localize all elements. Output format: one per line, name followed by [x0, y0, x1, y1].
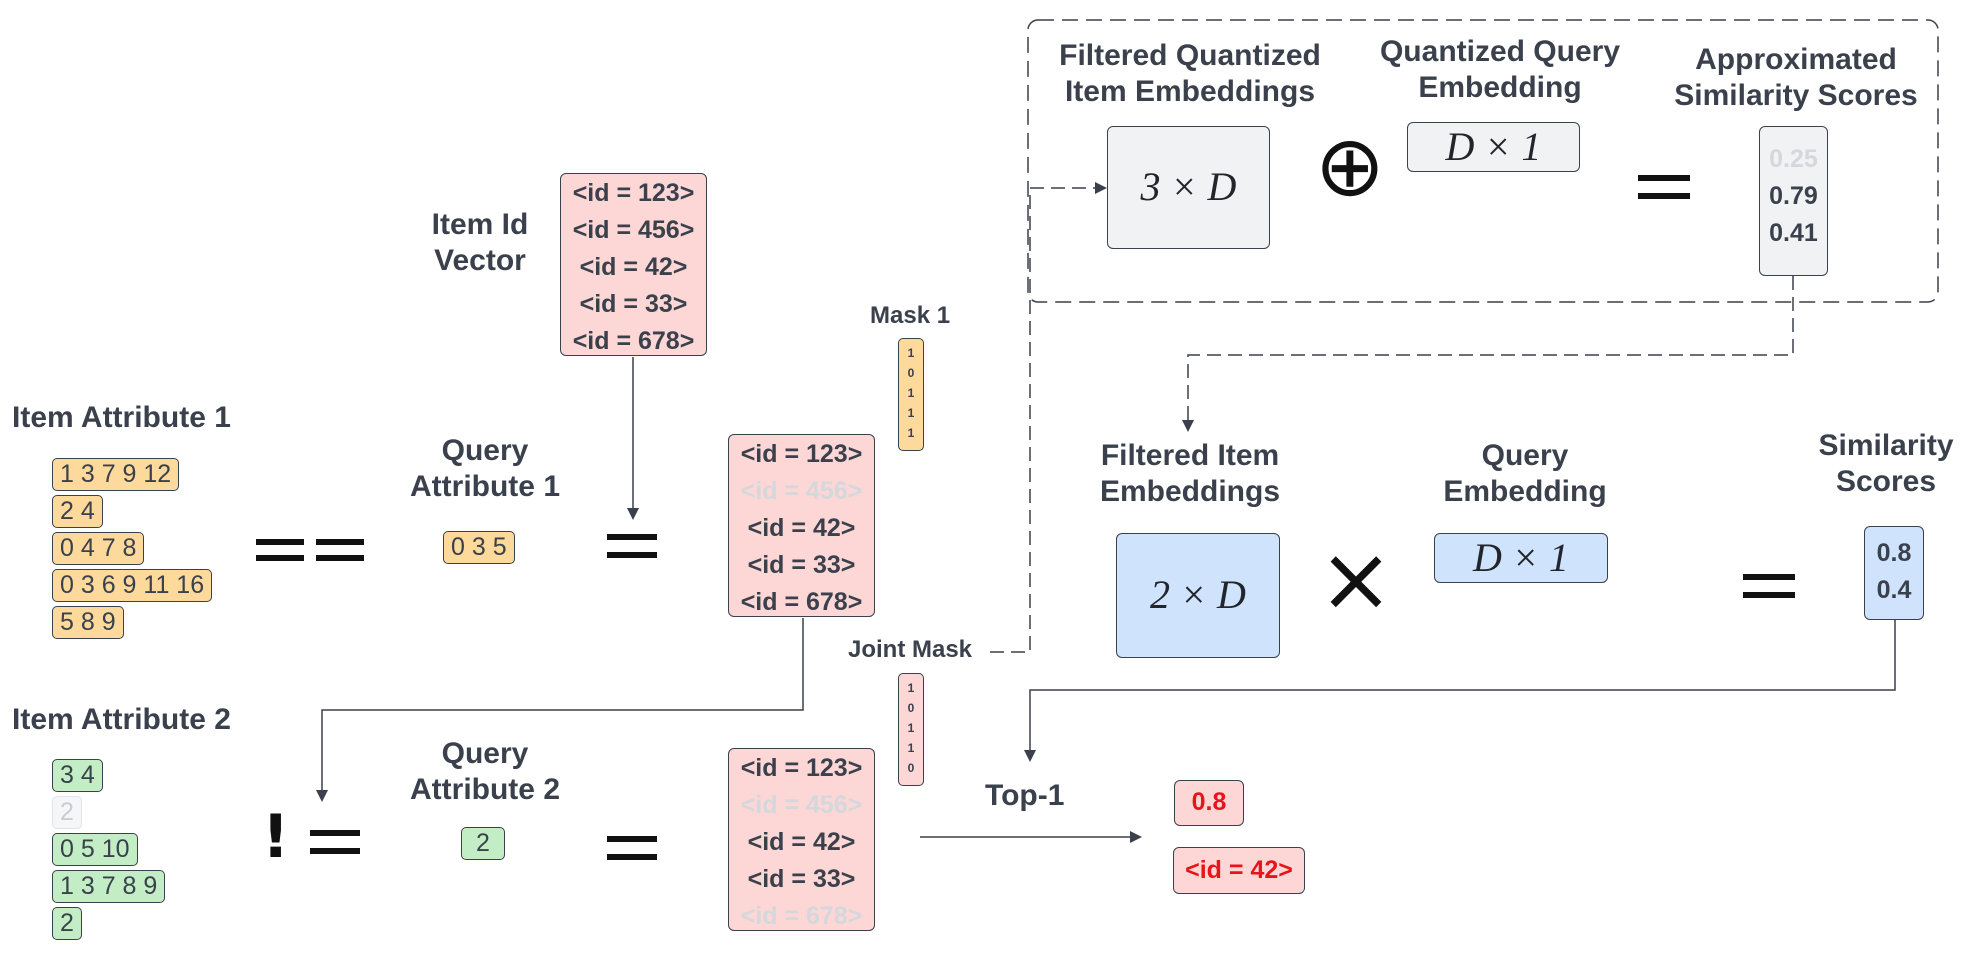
filtered-item-label: Filtered Item Embeddings [1099, 439, 1280, 508]
mask-bit: 1 [907, 681, 915, 695]
approx-scores-vector: 0.25 0.79 0.41 [1759, 126, 1828, 276]
equals-operator-2 [607, 832, 657, 862]
filtered-id: <id = 42> [747, 514, 856, 542]
item-id: <id = 42> [579, 253, 688, 281]
quantized-query-dims: D × 1 [1445, 124, 1542, 169]
item-attribute-1-label: Item Attribute 1 [12, 401, 231, 434]
quantized-query-vector: D × 1 [1407, 122, 1580, 172]
filtered-item-matrix: 2 × D [1116, 533, 1280, 658]
approx-scores-label: Approximated Similarity Scores [1674, 43, 1918, 112]
query-attribute-2-value: 2 [461, 827, 505, 860]
filtered-id-masked: <id = 456> [740, 477, 863, 505]
mask-1-label: Mask 1 [870, 302, 951, 329]
query-attribute-2-label: Query Attribute 2 [410, 737, 560, 806]
mask-bit: 1 [907, 741, 915, 755]
query-attribute-1-value: 0 3 5 [443, 531, 515, 564]
query-attribute-1-label: Query Attribute 1 [410, 434, 560, 503]
filtered-id: <id = 123> [740, 754, 863, 782]
joint-mask-to-quantized-arrow [990, 182, 1107, 653]
query-embedding-vector: D × 1 [1434, 533, 1608, 583]
filtered-ids-1: <id = 123> <id = 456> <id = 42> <id = 33… [728, 434, 875, 617]
filtered-id: <id = 33> [747, 551, 856, 579]
attribute-1-row: 0 3 6 9 11 16 [52, 569, 213, 602]
filtered-quantized-label: Filtered Quantized Item Embeddings [1059, 39, 1321, 108]
joint-mask-vector: 1 0 1 1 0 [898, 673, 924, 786]
mask-bit: 0 [907, 366, 915, 380]
attribute-1-row: 2 4 [52, 495, 103, 528]
attribute-1-row: 5 8 9 [52, 606, 124, 639]
mask-bit: 1 [907, 406, 915, 420]
quantized-query-label: Quantized Query Embedding [1379, 35, 1621, 104]
item-id: <id = 678> [572, 327, 695, 355]
quantized-item-matrix-dims: 3 × D [1140, 164, 1237, 209]
attribute-2-row: 3 4 [52, 759, 103, 792]
query-embedding-label: Query Embedding [1443, 439, 1607, 508]
filtered-id: <id = 678> [740, 588, 863, 616]
filtered-item-matrix-dims: 2 × D [1150, 572, 1246, 617]
approx-score: 0.79 [1769, 182, 1818, 210]
item-id: <id = 456> [572, 216, 695, 244]
attribute-2-row: 1 3 7 8 9 [52, 870, 166, 903]
equals-operator-1 [607, 530, 657, 560]
approx-to-filtered-arrow [1182, 276, 1794, 432]
result-score-value: 0.8 [1191, 788, 1227, 816]
times-operator: × [1318, 527, 1394, 632]
equals-operator-3 [1638, 175, 1690, 205]
mask-bit: 1 [907, 386, 915, 400]
mask-bit: 1 [907, 426, 915, 440]
filter1-to-filter2-arrow [316, 618, 804, 802]
filtered-id-masked: <id = 456> [740, 791, 863, 819]
query-embedding-dims: D × 1 [1473, 535, 1569, 580]
similarity-to-top1-arrow [1024, 620, 1896, 762]
attribute-2-row: 2 [52, 907, 82, 940]
item-attribute-2-label: Item Attribute 2 [12, 703, 231, 736]
result-id-value: <id = 42> [1185, 856, 1293, 884]
quantized-region-border [1027, 19, 1939, 303]
top-1-label: Top-1 [985, 779, 1065, 812]
equals-operator-4 [1743, 574, 1795, 604]
mask-bit: 0 [907, 701, 915, 715]
oplus-operator: ⊕ [1314, 117, 1386, 215]
filtered-id: <id = 123> [740, 440, 863, 468]
attribute-1-row: 1 3 7 9 12 [52, 458, 180, 491]
mask-bit: 0 [907, 761, 915, 775]
double-equals-operator [256, 535, 366, 565]
attribute-2-row-masked: 2 [52, 796, 82, 829]
similarity-score: 0.4 [1876, 576, 1912, 604]
result-id: <id = 42> [1173, 847, 1305, 894]
filtered-id: <id = 33> [747, 865, 856, 893]
filtered-id-masked: <id = 678> [740, 902, 863, 930]
item-id-vector: <id = 123> <id = 456> <id = 42> <id = 33… [560, 173, 707, 356]
similarity-scores-vector: 0.8 0.4 [1864, 526, 1924, 620]
filtered-ids-2: <id = 123> <id = 456> <id = 42> <id = 33… [728, 748, 875, 931]
mask-1-vector: 1 0 1 1 1 [898, 338, 924, 451]
item-id-vector-label: Item Id Vector [431, 208, 529, 277]
similarity-score: 0.8 [1876, 539, 1912, 567]
attribute-2-row: 0 5 10 [52, 833, 138, 866]
not-equals-operator: ! [262, 802, 372, 872]
similarity-scores-label: Similarity Scores [1818, 429, 1954, 498]
item-id: <id = 123> [572, 179, 695, 207]
approx-score: 0.25 [1769, 145, 1818, 173]
result-score: 0.8 [1174, 780, 1244, 826]
quantized-item-matrix: 3 × D [1107, 126, 1270, 249]
filtered-id: <id = 42> [747, 828, 856, 856]
mask-bit: 1 [907, 721, 915, 735]
attribute-1-row: 0 4 7 8 [52, 532, 145, 565]
approx-score: 0.41 [1769, 219, 1818, 247]
item-id: <id = 33> [579, 290, 688, 318]
mask-bit: 1 [907, 346, 915, 360]
joint-mask-label: Joint Mask [848, 636, 973, 663]
